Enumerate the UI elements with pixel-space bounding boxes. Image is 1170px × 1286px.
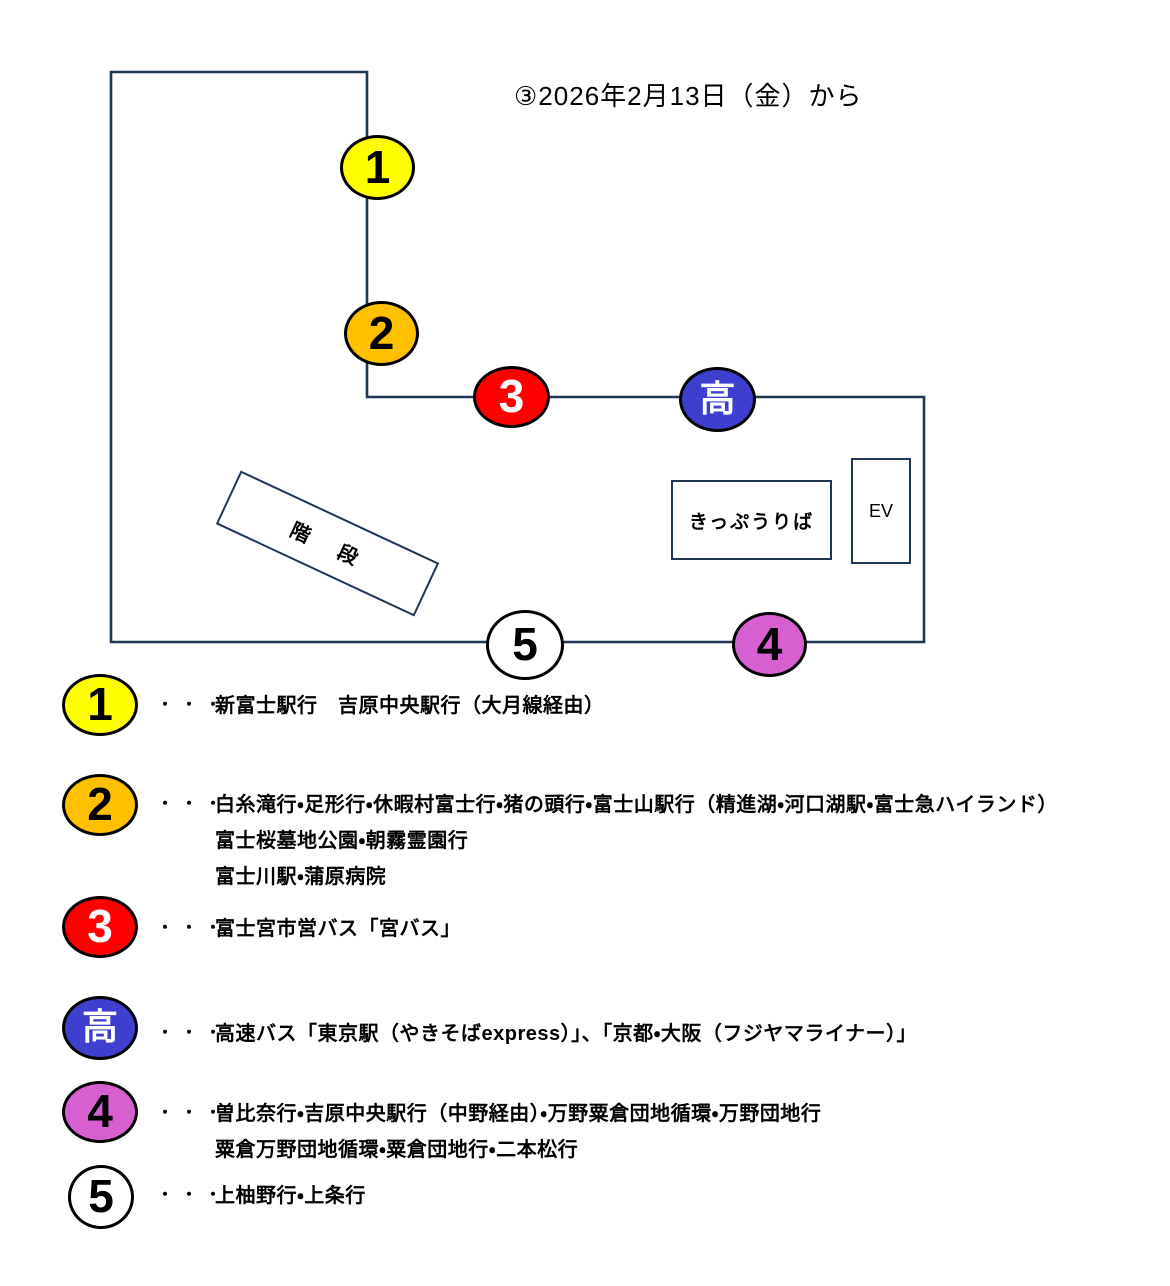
- legend-dots-highway: ・・・: [157, 1025, 230, 1042]
- legend-badge-2: 2: [62, 774, 138, 836]
- legend-badge-4: 4: [62, 1081, 138, 1143]
- legend-routes-2-line3: 富士川駅・蒲原病院: [215, 866, 387, 888]
- legend-routes-2-line2: 富士桜墓地公園・朝霧霊園行: [215, 830, 469, 852]
- legend-routes-5: 上柚野行・上条行: [215, 1185, 366, 1207]
- map-stop-2: 2: [344, 301, 419, 366]
- legend-routes-highway: 高速バス「東京駅（やきそばexpress）」、「京都・大阪（フジヤマライナー）」: [215, 1023, 918, 1045]
- legend-badge-1: 1: [62, 674, 138, 736]
- legend-badge-4-label: 4: [87, 1085, 113, 1137]
- map-stop-4: 4: [732, 612, 807, 677]
- terminal-floorplan-outline: [109, 70, 926, 644]
- map-stop-1-label: 1: [364, 140, 391, 193]
- legend-badge-highway: 高: [62, 996, 138, 1060]
- map-stop-4-label: 4: [756, 617, 783, 670]
- page-title: ③2026年2月13日（金）から: [514, 81, 863, 111]
- building-outline: [109, 70, 926, 644]
- map-stop-3-label: 3: [498, 370, 525, 422]
- legend-badge-3-label: 3: [87, 900, 113, 952]
- legend-dots-5: ・・・: [157, 1187, 230, 1204]
- legend-routes-4-line2: 粟倉万野団地循環・粟倉団地行・二本松行: [215, 1139, 579, 1161]
- legend-badge-5: 5: [68, 1165, 134, 1229]
- map-stop-2-label: 2: [368, 306, 395, 359]
- legend-dots-4: ・・・: [157, 1105, 230, 1122]
- map-stop-3: 3: [473, 366, 550, 428]
- legend-badge-5-label: 5: [88, 1170, 114, 1222]
- legend-routes-1: 新富士駅行 吉原中央駅行（大月線経由）: [215, 695, 605, 717]
- legend-dots-1: ・・・: [157, 697, 230, 714]
- ticket-office-area: きっぷうりば: [671, 480, 832, 560]
- legend-routes-3: 富士宮市営バス「宮バス」: [215, 918, 461, 940]
- map-stop-highway: 高: [679, 367, 756, 432]
- map-stop-5-label: 5: [512, 618, 538, 670]
- elevator-label: EV: [868, 500, 893, 521]
- map-stop-5: 5: [486, 610, 564, 680]
- legend-routes-2-line1: 白糸滝行・足形行・休暇村富士行・猪の頭行・富士山駅行（精進湖・河口湖駅・富士急ハ…: [215, 794, 1058, 816]
- legend-dots-2: ・・・: [157, 796, 230, 813]
- legend-routes-4-line1: 曽比奈行・吉原中央駅行（中野経由）・万野粟倉団地循環・万野団地行: [215, 1103, 822, 1125]
- legend-badge-3: 3: [62, 896, 138, 958]
- map-stop-1: 1: [340, 135, 415, 200]
- legend-badge-highway-label: 高: [81, 1006, 118, 1047]
- legend-badge-1-label: 1: [87, 678, 113, 730]
- elevator-area: EV: [851, 458, 911, 564]
- legend-dots-3: ・・・: [157, 920, 230, 937]
- legend-badge-2-label: 2: [87, 778, 113, 830]
- map-stop-highway-label: 高: [699, 377, 736, 419]
- ticket-office-label: きっぷうりば: [688, 511, 815, 533]
